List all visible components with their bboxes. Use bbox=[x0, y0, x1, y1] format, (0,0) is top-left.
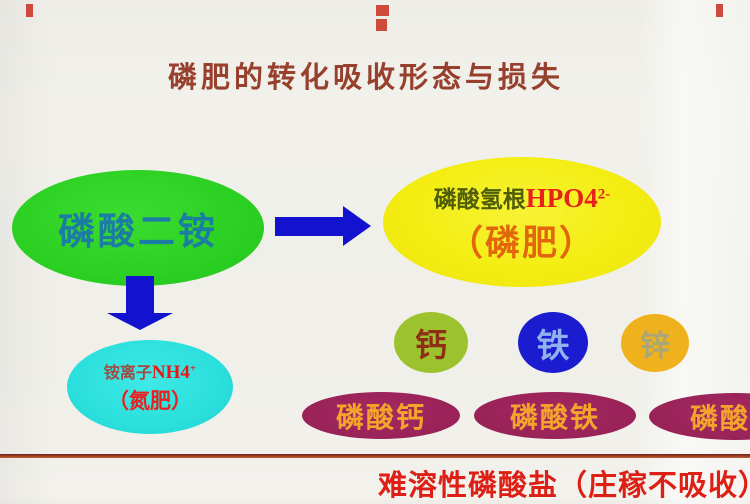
node-hydrogen-phosphate: 磷酸氢根HPO42- （磷肥） bbox=[383, 157, 661, 287]
hpo4-formula: HPO4 bbox=[525, 183, 598, 213]
node-zinc-label: 锌 bbox=[640, 330, 670, 363]
red-mark-top-left bbox=[26, 4, 33, 17]
nh4-superscript: + bbox=[189, 362, 197, 375]
node-diammonium-phosphate: 磷酸二铵 bbox=[12, 170, 264, 286]
node-iron: 铁 bbox=[518, 312, 588, 373]
red-mark-center-1 bbox=[376, 5, 389, 16]
node-ammonium-ion: 铵离子NH4+ （氮肥） bbox=[67, 340, 233, 434]
nh4-prefix: 铵离子 bbox=[103, 365, 152, 382]
node-calcium: 钙 bbox=[394, 312, 468, 373]
footer-divider-line bbox=[0, 454, 750, 458]
node-zinc: 锌 bbox=[621, 314, 689, 372]
red-mark-center-2 bbox=[376, 19, 387, 31]
node-iron-label: 铁 bbox=[536, 328, 570, 365]
node-ammonium-ion-title: 铵离子NH4+ bbox=[104, 359, 196, 384]
nh4-subtitle: （氮肥） bbox=[108, 389, 192, 413]
arrow-down-icon bbox=[107, 313, 173, 330]
node-diammonium-phosphate-label: 磷酸二铵 bbox=[58, 212, 218, 253]
hpo4-prefix: 磷酸氢根 bbox=[433, 187, 526, 212]
arrow-right-icon bbox=[343, 206, 371, 246]
footer-caption: 难溶性磷酸盐（庄稼不吸收） bbox=[378, 470, 750, 502]
nh4-formula: NH4 bbox=[151, 362, 190, 383]
arrow-down-shaft bbox=[126, 276, 154, 314]
arrow-right-shaft bbox=[275, 217, 345, 236]
node-calcium-phosphate-label: 磷酸钙 bbox=[335, 402, 426, 434]
node-zinc-phosphate: 磷酸锌 bbox=[649, 393, 750, 440]
node-iron-phosphate-label: 磷酸铁 bbox=[509, 402, 600, 434]
node-iron-phosphate: 磷酸铁 bbox=[474, 392, 636, 439]
hpo4-subtitle: （磷肥） bbox=[447, 224, 596, 263]
hpo4-superscript: 2- bbox=[597, 186, 611, 203]
node-hydrogen-phosphate-title: 磷酸氢根HPO42- bbox=[434, 180, 611, 214]
node-zinc-phosphate-label: 磷酸锌 bbox=[689, 403, 750, 435]
slide-title: 磷肥的转化吸收形态与损失 bbox=[168, 62, 565, 94]
node-calcium-phosphate: 磷酸钙 bbox=[302, 392, 460, 439]
node-calcium-label: 钙 bbox=[414, 326, 447, 363]
red-mark-top-right bbox=[716, 4, 723, 17]
